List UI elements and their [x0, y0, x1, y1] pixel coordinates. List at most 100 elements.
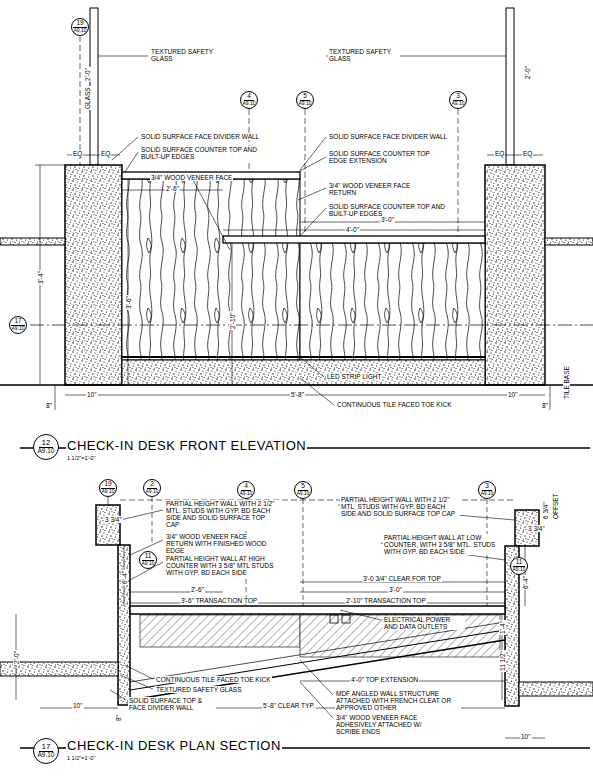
callout-bubble: 5A9.10 [294, 481, 312, 499]
dimension-text: GLASS [84, 86, 91, 110]
dimension-text: EQ [72, 150, 83, 157]
sheet-number: A9.10 [242, 101, 255, 106]
dimension-text: 3/4" WOOD VENEER FACE [150, 174, 233, 181]
dimension-text: 1 1/2"=1'-0" [66, 456, 96, 462]
dimension-text: 3 3/4" [527, 525, 546, 532]
sheet-number: A9.10 [145, 489, 158, 494]
dimension-text: 3'-6" [125, 295, 132, 310]
dimension-text: 1 1/2"=1'-0" [66, 756, 96, 762]
dimension-text: LED STRIP LIGHT [326, 373, 382, 380]
note-text: CONTINUOUS TILE FACED TOE KICK [336, 401, 458, 408]
dimension-text: 2'-6" [165, 185, 180, 192]
dimension-text: EQ [494, 150, 505, 157]
note-text: SOLID SURFACE COUNTER TOP EDGE EXTENSION [328, 150, 450, 164]
view-title: CHECK-IN DESK PLAN SECTION [66, 739, 282, 753]
callout-number: 3 [453, 93, 463, 101]
dimension-text: 11 1/2" [499, 650, 506, 672]
dimension-text: 8" [45, 402, 53, 409]
note-text: SOLID SURFACE COUNTER TOP AND BUILT-UP E… [328, 203, 450, 217]
note-text: PARTIAL HEIGHT WALL WITH 2 1/2" MTL. STU… [340, 496, 460, 517]
note-text: SOLID SURFACE TOP & FACE DIVIDER WALL [128, 697, 216, 711]
callout-number: 11 [513, 559, 526, 567]
dimension-text: CONTINUOUS TILE FACED TOE KICK [155, 676, 272, 683]
dimension-text: 5'-8" CLEAR TYP. [262, 702, 316, 709]
dimension-text: 2'-0" [84, 67, 91, 82]
dimension-text: 3'-6" TRANSACTION TOP [180, 597, 258, 604]
note-text: 3/4" WOOD VENEER FACE ADHESIVELY ATTACHE… [335, 714, 441, 735]
sheet-number: A9.10 [480, 491, 493, 496]
callout-bubble: 4A9.10 [237, 481, 255, 499]
dimension-text: 10" [507, 391, 519, 398]
callout-number: 19 [73, 20, 86, 28]
dimension-text: SOLID SURFACE FACE DIVIDER WALL [328, 133, 448, 140]
note-text: TEXTURED SAFETY GLASS [150, 48, 222, 62]
callout-bubble: 19A9.10 [71, 18, 89, 36]
dimension-text: 6 3/4" [542, 501, 549, 520]
dimension-text: 2'-10" TRANSACTION TOP [345, 597, 427, 604]
callout-number: 5 [298, 483, 308, 491]
callout-bubble: 19A9.10 [99, 479, 117, 497]
dimension-text: 4'-0" [345, 226, 360, 233]
note-text: MDF ANGLED WALL STRUCTURE ATTACHED WITH … [335, 690, 461, 711]
dimension-text: 5'-8" [290, 391, 305, 398]
callout-number: 5 [300, 93, 310, 101]
sheet-number: A9.10 [296, 491, 309, 496]
callout-bubble: 2A9.10 [143, 479, 161, 497]
callout-number: 17 [39, 743, 54, 752]
dimension-text: 2'-0" [524, 65, 531, 80]
sheet-number: A9.10 [239, 491, 252, 496]
callout-number: 4 [241, 483, 251, 491]
callout-bubble: 12A9.10 [33, 434, 59, 460]
sheet-number: A9.10 [298, 101, 311, 106]
dimension-text: 3'-4" [37, 270, 44, 285]
callout-number: 2 [147, 481, 157, 489]
note-text: SOLID SURFACE COUNTER TOP AND BUILT-UP E… [140, 146, 260, 160]
dimension-text: TILE BASE [563, 365, 570, 400]
sheet-number: A9.10 [38, 752, 55, 759]
callout-number: 4 [244, 93, 254, 101]
callout-bubble: 17A9.10 [9, 316, 27, 334]
callout-number: 17 [11, 318, 24, 326]
dimension-text: 10" [520, 733, 532, 740]
sheet-number: A9.10 [451, 101, 464, 106]
dimension-text: 3'-0 3/4" CLEAR FOR TOP [362, 575, 442, 582]
dimension-text: 2'-0" [13, 650, 20, 665]
callout-bubble: 4A9.10 [240, 91, 258, 109]
dimension-text: 6'-4" [522, 575, 529, 590]
callout-bubble: 11A9.10 [139, 551, 157, 569]
sheet-number: A9.10 [141, 561, 154, 566]
callout-bubble: 5A9.10 [296, 91, 314, 109]
dimension-text: 10" [72, 702, 84, 709]
note-text: TEXTURED SAFETY GLASS [328, 48, 400, 62]
dimension-text: 3 3/4" [104, 516, 123, 523]
dimension-text: EQ [522, 150, 533, 157]
dimension-text: EQ [100, 150, 111, 157]
sheet-number: A9.10 [38, 448, 55, 455]
dimension-text: 3'-0" [388, 586, 403, 593]
dimension-text: 8" [115, 714, 122, 722]
dimension-text: SOLID SURFACE FACE DIVIDER WALL [140, 133, 260, 140]
view-title: CHECK-IN DESK FRONT ELEVATION [66, 439, 307, 453]
dimension-text: 6'-4" [121, 570, 128, 585]
dimension-text: 2'-10" [229, 311, 236, 330]
callout-bubble: 3A9.10 [449, 91, 467, 109]
dimension-text: 3'-0" [380, 216, 395, 223]
dimension-text: 10" [86, 391, 98, 398]
sheet-number: A9.10 [101, 489, 114, 494]
callout-number: 19 [101, 481, 114, 489]
dimension-text: 4'-0" TOP EXTENSION [350, 676, 419, 683]
sheet-number: A9.10 [512, 567, 525, 572]
note-text: PARTIAL HEIGHT WALL AT LOW COUNTER, WITH… [383, 534, 503, 555]
callout-bubble: 17A9.10 [33, 738, 59, 764]
dimension-text: OFFSET [552, 492, 559, 520]
dimension-text: 8" [541, 402, 549, 409]
dimension-text: 1'-4" [499, 620, 506, 635]
sheet-number: A9.10 [11, 326, 24, 331]
callout-number: 12 [39, 439, 54, 448]
dimension-text: TEXTURED SAFETY GLASS [155, 686, 242, 693]
note-text: PARTIAL HEIGHT WALL AT HIGH COUNTER WITH… [165, 555, 279, 576]
callout-bubble: 3A9.10 [478, 481, 496, 499]
callout-bubble: 11A9.10 [510, 557, 528, 575]
dimension-text: 2'-6" [190, 586, 205, 593]
note-text: ELECTRICAL POWER AND DATA OUTLETS [383, 616, 465, 630]
